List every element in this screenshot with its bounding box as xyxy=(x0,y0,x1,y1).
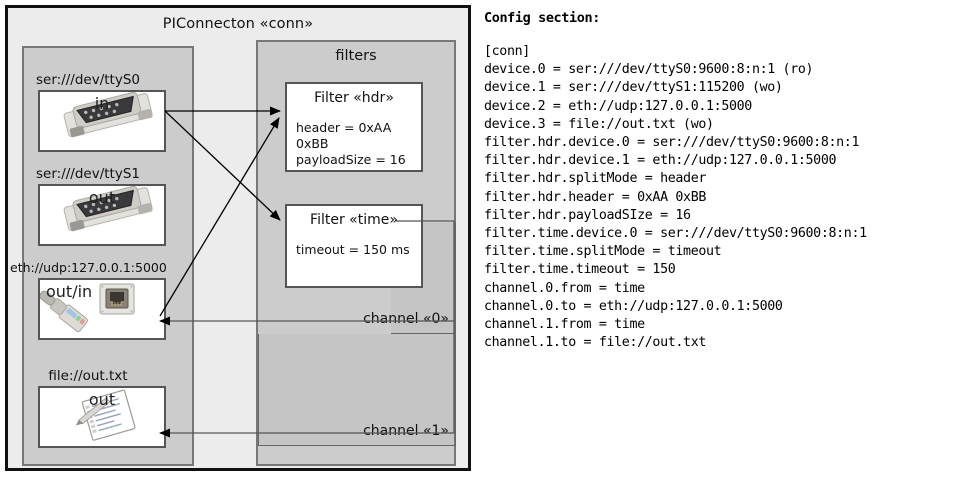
config-line: filter.hdr.header = 0xAA 0xBB xyxy=(484,189,707,205)
device-label-ser-ttys0: ser:///dev/ttyS0 xyxy=(36,72,140,88)
config-line: channel.0.from = time xyxy=(484,280,645,296)
filter-card-time[interactable]: Filter «time» timeout = 150 ms xyxy=(285,204,423,288)
channel-label-0: channel «0» xyxy=(363,311,449,327)
config-line: filter.hdr.device.0 = ser:///dev/ttyS0:9… xyxy=(484,135,860,151)
device-label-eth-udp: eth://udp:127.0.0.1:5000 xyxy=(10,260,167,275)
device-card-eth-udp[interactable]: out/in xyxy=(38,278,166,340)
page-title: PIConnecton «conn» xyxy=(162,16,314,32)
config-line: channel.0.to = eth://udp:127.0.0.1:5000 xyxy=(484,298,783,314)
filters-group-title: filters xyxy=(335,48,377,64)
filter-attr: header = 0xAA 0xBB xyxy=(296,120,392,151)
config-line: filter.time.timeout = 150 xyxy=(484,262,676,278)
config-line: filter.hdr.splitMode = header xyxy=(484,171,707,187)
devices-group: ser:///dev/ttyS0 in xyxy=(10,46,194,466)
device-label-file-out: file://out.txt xyxy=(48,368,128,384)
serial-db9-connector-icon xyxy=(40,186,164,244)
channel-label-1: channel «1» xyxy=(363,423,449,439)
config-line: filter.hdr.device.1 = eth://udp:127.0.0.… xyxy=(484,153,837,169)
filter-attributes-time: timeout = 150 ms xyxy=(296,242,410,258)
filter-title-hdr: Filter «hdr» xyxy=(314,90,394,106)
ethernet-rj45-icon xyxy=(40,280,164,338)
config-line: device.1 = ser:///dev/ttyS1:115200 (wo) xyxy=(484,80,783,96)
config-line: device.0 = ser:///dev/ttyS0:9600:8:n:1 (… xyxy=(484,62,814,78)
config-line: filter.time.splitMode = timeout xyxy=(484,244,722,260)
config-section-panel: Config section: [conn] device.0 = ser:///… xyxy=(484,6,960,352)
config-section-body: [conn] device.0 = ser:///dev/ttyS0:9600:8… xyxy=(484,43,960,352)
filter-attr: payloadSize = 16 xyxy=(296,152,406,167)
device-card-file-out[interactable]: out xyxy=(38,386,166,448)
serial-db9-connector-icon xyxy=(40,92,164,150)
text-file-edit-icon xyxy=(40,388,164,446)
channel-band-1: channel «1» xyxy=(258,334,456,446)
config-line: filter.hdr.payloadSIze = 16 xyxy=(484,207,691,223)
filters-group: filters channel «0» channel «1» Filter «… xyxy=(256,40,456,466)
config-section-heading: Config section: xyxy=(484,10,600,26)
config-line: channel.1.from = time xyxy=(484,317,645,333)
config-line: [conn] xyxy=(484,44,530,59)
config-line: device.3 = file://out.txt (wo) xyxy=(484,116,714,132)
device-card-ser-ttys0[interactable]: in xyxy=(38,90,166,152)
filter-attr: timeout = 150 ms xyxy=(296,242,410,257)
config-line: device.2 = eth://udp:127.0.0.1:5000 xyxy=(484,98,752,114)
config-line: channel.1.to = file://out.txt xyxy=(484,335,707,351)
device-card-ser-ttys1[interactable]: out xyxy=(38,184,166,246)
filter-card-hdr[interactable]: Filter «hdr» header = 0xAA 0xBB payloadS… xyxy=(285,82,423,172)
filter-attributes-hdr: header = 0xAA 0xBB payloadSize = 16 xyxy=(296,120,421,168)
connector-diagram-frame: PIConnecton «conn» ser:///dev/ttyS0 in xyxy=(5,5,471,471)
device-label-ser-ttys1: ser:///dev/ttyS1 xyxy=(36,166,140,182)
filter-title-time: Filter «time» xyxy=(310,212,398,228)
config-line: filter.time.device.0 = ser:///dev/ttyS0:… xyxy=(484,226,867,242)
